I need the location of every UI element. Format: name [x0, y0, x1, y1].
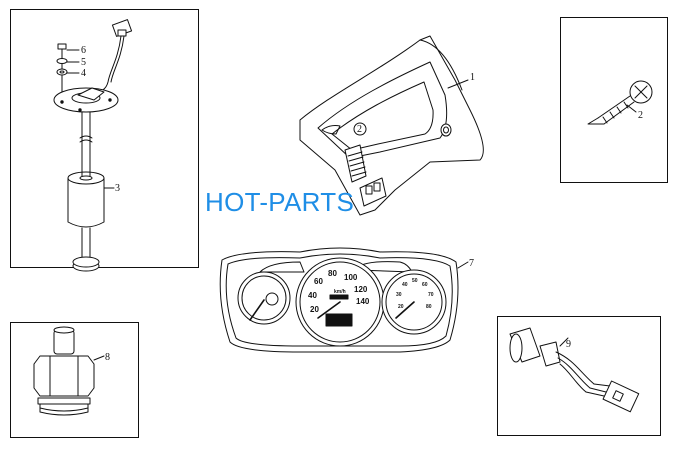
screw-panel [560, 17, 668, 183]
tacho-tick-60: 60 [422, 282, 428, 288]
speedo-unit: km/h [334, 289, 346, 295]
speedo-tick-80: 80 [328, 269, 337, 278]
speedo-tick-60: 60 [314, 277, 323, 286]
callout-7: 7 [469, 258, 474, 269]
tacho-tick-40: 40 [402, 282, 408, 288]
dashboard-housing [299, 35, 484, 216]
instrument-cluster [219, 247, 469, 353]
tacho-tick-50: 50 [412, 278, 418, 284]
screw [587, 80, 653, 125]
speedo-tick-140: 140 [356, 297, 370, 306]
callout-5: 5 [81, 57, 86, 68]
callout-6: 6 [81, 45, 86, 56]
fuel-sender-panel [10, 9, 199, 268]
watermark-text: HOT-PARTS [205, 187, 355, 217]
callout-4: 4 [81, 68, 86, 79]
speedo-tick-40: 40 [308, 291, 317, 300]
tacho-tick-30: 30 [396, 292, 402, 298]
callout-3: 3 [115, 183, 120, 194]
tacho-tick-20: 20 [398, 304, 404, 310]
speedo-tick-100: 100 [344, 273, 358, 282]
callout-9: 9 [566, 339, 571, 350]
tacho-tick-70: 70 [428, 292, 434, 298]
speedo-tick-120: 120 [354, 285, 368, 294]
wire-harness [509, 327, 640, 413]
tacho-tick-80: 80 [426, 304, 432, 310]
fuel-sender-unit [53, 19, 133, 272]
temperature-sensor [33, 326, 105, 416]
callout-8: 8 [105, 352, 110, 363]
callout-1: 1 [470, 72, 475, 83]
callout-2-screw: 2 [638, 110, 643, 121]
speedo-tick-20: 20 [310, 305, 319, 314]
callout-2-dash: 2 [357, 124, 362, 135]
